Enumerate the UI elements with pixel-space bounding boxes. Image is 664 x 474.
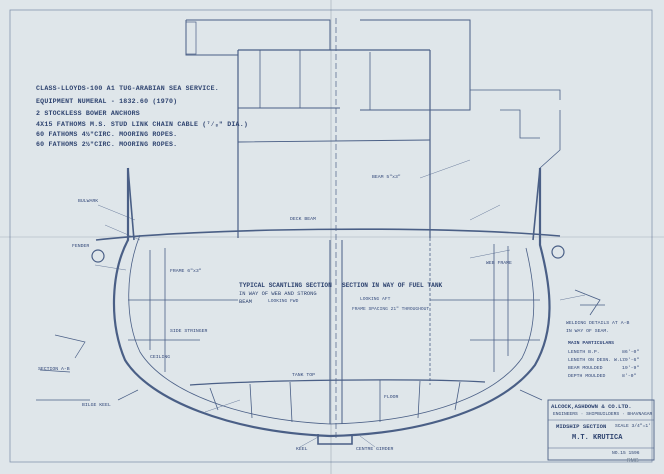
title-block-divider bbox=[548, 419, 654, 449]
looking-fwd: LOOKING FWD bbox=[268, 299, 299, 304]
fender-label: FENDER bbox=[72, 244, 90, 249]
main-deck bbox=[95, 228, 561, 241]
frame-label: FRAME 6"x3" bbox=[170, 269, 202, 274]
casing-walls bbox=[237, 49, 431, 238]
particular-depth-value: 8'-0" bbox=[622, 374, 637, 379]
fender-right bbox=[551, 245, 565, 259]
fold-line-horizontal bbox=[0, 236, 664, 238]
fold-line-vertical bbox=[330, 0, 332, 474]
bilge-keel-label: BILGE KEEL bbox=[82, 403, 111, 408]
pillar bbox=[329, 240, 343, 424]
bulwark-label: BULWARK bbox=[78, 199, 99, 204]
spec-anchors: 2 STOCKLESS BOWER ANCHORS bbox=[36, 110, 140, 117]
title-block-drawing: MIDSHIP SECTION bbox=[556, 423, 607, 430]
beam-label: BEAM 5"x3" bbox=[372, 175, 401, 180]
floor-label: FLOOR bbox=[384, 395, 399, 400]
upper-casing bbox=[259, 50, 371, 110]
welding-in-way-label: IN WAY OF SEAM. bbox=[566, 329, 610, 334]
title-block-scale: SCALE 3/4"=1' bbox=[615, 424, 651, 429]
leader-lines bbox=[94, 159, 586, 448]
deck-beam-label: DECK BEAM bbox=[290, 217, 316, 222]
particular-beam: BEAM MOULDED bbox=[568, 366, 603, 371]
spec-title: CLASS-LLOYDS-100 A1 TUG-ARABIAN SEA SERV… bbox=[36, 85, 219, 92]
side-stringer-label: SIDE STRINGER bbox=[170, 329, 208, 334]
bilge-keel bbox=[117, 389, 543, 401]
side-frames-left bbox=[149, 248, 166, 372]
funnel-plate bbox=[185, 21, 197, 55]
section-ab-label: SECTION A-B bbox=[38, 367, 70, 372]
keel-label: KEEL bbox=[296, 447, 308, 452]
particular-depth: DEPTH MOULDED bbox=[568, 374, 606, 379]
particular-length-bp-value: 86'-0" bbox=[622, 350, 640, 355]
bulwark-left bbox=[127, 167, 135, 241]
web-frame-label: WEB FRAME bbox=[486, 261, 512, 266]
detail-left bbox=[36, 334, 90, 401]
particular-beam-value: 19'-9" bbox=[622, 366, 640, 371]
spec-cable: 4X15 FATHOMS M.S. STUD LINK CHAIN CABLE … bbox=[36, 121, 249, 128]
bulwark-right bbox=[532, 167, 541, 241]
title-block bbox=[547, 399, 655, 461]
particular-length-wl-value: 79'-6" bbox=[622, 358, 640, 363]
title-block-vessel: M.T. KRUTICA bbox=[572, 434, 623, 442]
collection-logo: RMG bbox=[627, 458, 639, 464]
tank-top-label: TANK TOP bbox=[292, 373, 316, 378]
ceiling-label: CEILING bbox=[150, 355, 171, 360]
title-block-subtitle: ENGINEERS · SHIPBUILDERS · BHAVNAGAR bbox=[553, 412, 653, 417]
frame-spacing-label: FRAME SPACING 21" THROUGHOUT bbox=[352, 307, 430, 312]
typical-section-sub2: BEAM bbox=[239, 299, 252, 305]
keel-bar bbox=[317, 434, 353, 445]
title-block-firm: ALCOCK,ASHDOWN & CO.LTD. bbox=[551, 403, 632, 410]
hull-outer-shell bbox=[112, 168, 551, 438]
welding-detail bbox=[574, 289, 605, 316]
fender-left bbox=[91, 249, 105, 263]
spec-ropes-2: 60 FATHOMS 2½"CIRC. MOORING ROPES. bbox=[36, 141, 178, 148]
spec-ropes-1: 60 FATHOMS 4½"CIRC. MOORING ROPES. bbox=[36, 131, 178, 138]
particulars-heading: MAIN PARTICULARS bbox=[568, 341, 615, 346]
fuel-tank-section-title: SECTION IN WAY OF FUEL TANK bbox=[342, 282, 443, 289]
floors bbox=[209, 380, 461, 423]
typical-section-sub: IN WAY OF WEB AND STRONG bbox=[239, 291, 317, 297]
particular-length-bp: LENGTH B.P. bbox=[568, 350, 600, 355]
particular-length-wl: LENGTH ON DESN. W.L. bbox=[568, 358, 626, 363]
title-block-ref: NO.15 1596 bbox=[612, 451, 640, 456]
mast-stay bbox=[539, 110, 561, 169]
sheet-border bbox=[9, 9, 653, 463]
side-frames-right bbox=[493, 244, 509, 372]
wheelhouse-top bbox=[360, 19, 471, 111]
stringers bbox=[128, 299, 540, 341]
looking-aft: LOOKING AFT bbox=[360, 297, 391, 302]
tank-top bbox=[189, 379, 486, 386]
centre-girder-label: CENTRE GIRDER bbox=[356, 447, 394, 452]
welding-details-label: WELDING DETAILS AT A-B bbox=[566, 321, 630, 326]
typical-section-title: TYPICAL SCANTLING SECTION bbox=[239, 282, 332, 289]
wheelhouse-deck bbox=[237, 107, 431, 143]
bridge-wing-right bbox=[470, 89, 561, 139]
spec-equipment: EQUIPMENT NUMERAL - 1832.60 (1970) bbox=[36, 98, 178, 105]
